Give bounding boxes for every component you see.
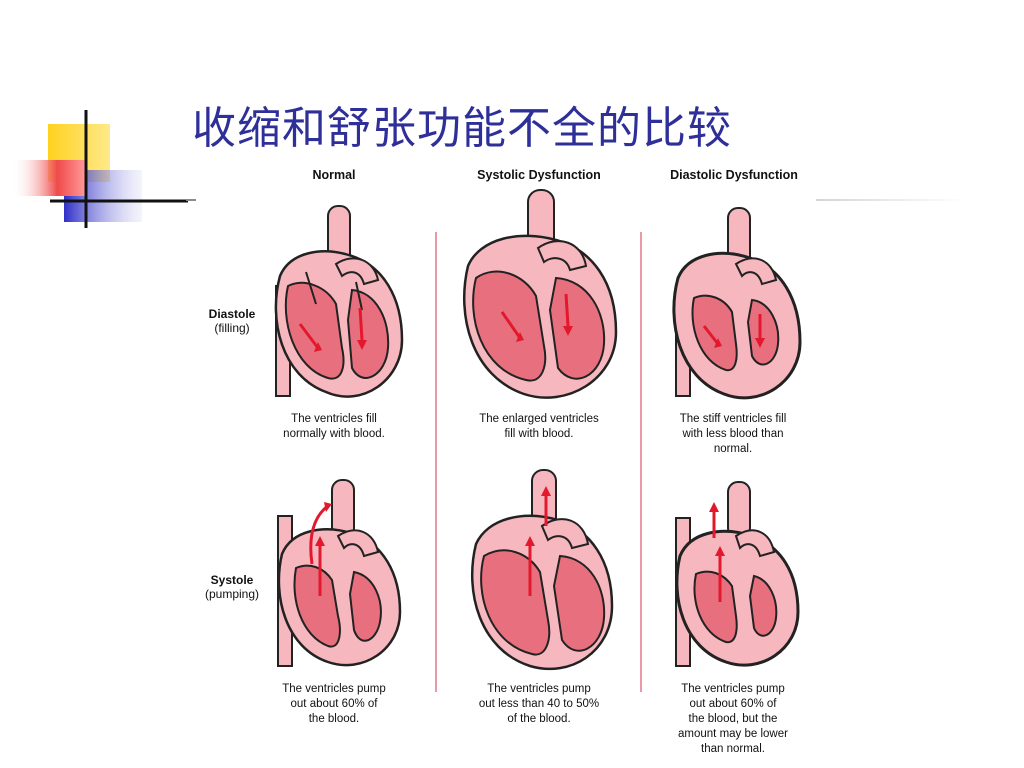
- caption-line: the blood.: [308, 713, 360, 725]
- column-divider-2: [640, 232, 642, 692]
- column-divider-1: [435, 232, 437, 692]
- heart-diastolic-systole-icon: [675, 481, 800, 667]
- row-label-diastole-title: Diastole: [208, 307, 256, 321]
- caption-line: The ventricles pump: [681, 683, 785, 695]
- caption-line: out less than 40 to 50%: [478, 698, 600, 710]
- row-label-systole-sub: (pumping): [204, 587, 260, 601]
- caption-line: the blood, but the: [688, 713, 778, 725]
- caption-line: amount may be lower: [678, 728, 788, 740]
- caption-systolic-diastole: The enlarged ventricles fill with blood.: [454, 412, 624, 442]
- column-header-systolic: Systolic Dysfunction: [477, 168, 601, 182]
- caption-line: normal.: [713, 443, 753, 455]
- caption-line: The enlarged ventricles: [479, 413, 599, 425]
- caption-diastolic-systole: The ventricles pump out about 60% of the…: [648, 682, 818, 757]
- heart-comparison-figure: Normal Systolic Dysfunction Diastolic Dy…: [196, 160, 816, 766]
- caption-line: than normal.: [701, 743, 765, 755]
- corner-decoration-icon: [14, 110, 188, 228]
- row-label-diastole: Diastole (filling): [196, 307, 268, 335]
- caption-line: The ventricles fill: [291, 413, 377, 425]
- caption-diastolic-diastole: The stiff ventricles fill with less bloo…: [648, 412, 818, 457]
- caption-line: out about 60% of: [290, 698, 378, 710]
- caption-normal-diastole: The ventricles fill normally with blood.: [249, 412, 419, 442]
- column-header-diastolic: Diastolic Dysfunction: [670, 168, 798, 182]
- heart-systolic-diastole-icon: [463, 189, 618, 399]
- row-label-systole-title: Systole: [210, 573, 254, 587]
- caption-line: out about 60% of: [689, 698, 777, 710]
- caption-line: normally with blood.: [283, 428, 385, 440]
- caption-systolic-systole: The ventricles pump out less than 40 to …: [454, 682, 624, 727]
- caption-line: The ventricles pump: [487, 683, 591, 695]
- heart-diastolic-diastole-icon: [672, 207, 802, 400]
- caption-line: The stiff ventricles fill: [679, 413, 787, 425]
- row-label-systole: Systole (pumping): [196, 573, 268, 601]
- caption-line: The ventricles pump: [282, 683, 386, 695]
- slide-title: 收缩和舒张功能不全的比较: [192, 103, 732, 154]
- caption-line: fill with blood.: [504, 428, 574, 440]
- heart-normal-systole-icon: [277, 479, 402, 667]
- heart-normal-diastole-icon: [274, 205, 404, 398]
- caption-normal-systole: The ventricles pump out about 60% of the…: [249, 682, 419, 727]
- heart-systolic-systole-icon: [470, 469, 614, 671]
- column-header-normal: Normal: [312, 168, 356, 182]
- caption-line: of the blood.: [507, 713, 571, 725]
- caption-line: with less blood than: [682, 428, 784, 440]
- row-label-diastole-sub: (filling): [214, 321, 250, 335]
